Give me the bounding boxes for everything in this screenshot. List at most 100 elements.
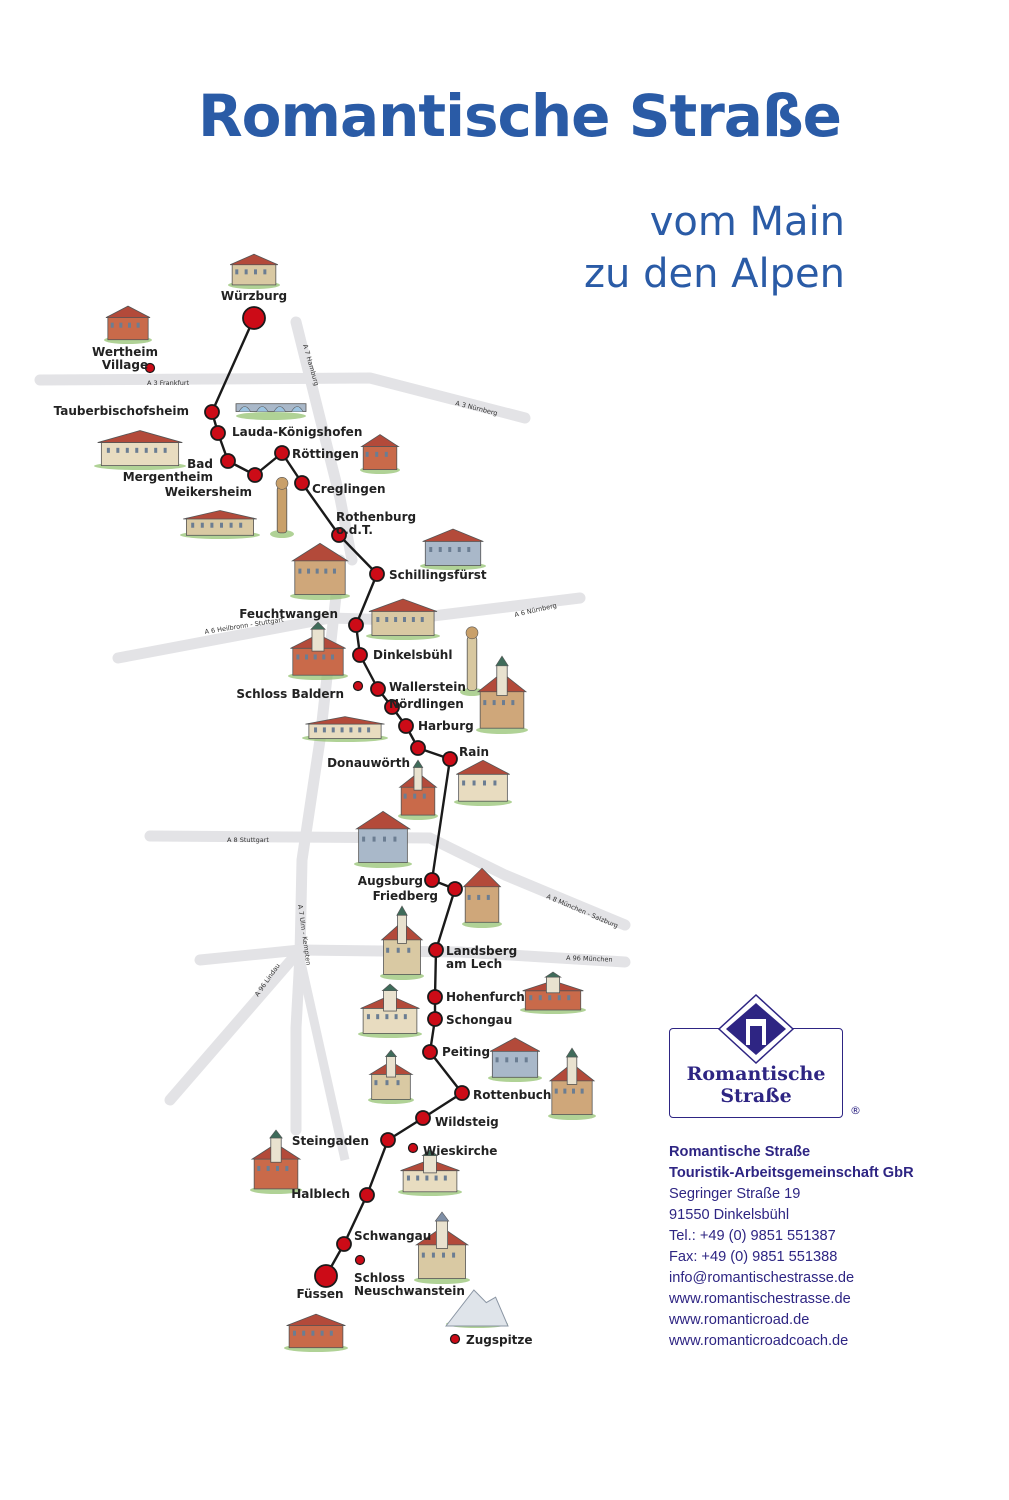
stop-marker-wertheim-village[interactable] <box>144 362 156 374</box>
contact-website-link[interactable]: www.romanticroadcoach.de <box>669 1333 849 1349</box>
stop-marker-rothenburg-o-d-t[interactable] <box>331 527 347 543</box>
stop-layer <box>144 306 470 1345</box>
stop-marker-rain[interactable] <box>442 751 458 767</box>
stop-marker-schillingsfurst[interactable] <box>369 566 385 582</box>
contact-website-link[interactable]: www.romantischestrasse.de <box>669 1291 851 1307</box>
town-label-wieskirche: Wieskirche <box>423 1144 497 1158</box>
stop-marker-wieskirche[interactable] <box>407 1142 419 1154</box>
church-icon <box>548 1047 596 1120</box>
contact-website-link[interactable]: www.romanticroad.de <box>669 1312 810 1328</box>
subtitle-line-1: vom Main <box>649 199 845 245</box>
altar-icon <box>270 476 294 538</box>
town-label-augsburg: Augsburg <box>358 874 423 888</box>
town-label-wallerstein: Wallerstein <box>389 680 466 694</box>
landmark-icon-layer <box>94 253 596 1352</box>
church-icon <box>368 1049 414 1104</box>
route-layer <box>210 317 464 1277</box>
stop-marker-schloss-baldern[interactable] <box>352 680 364 692</box>
stop-marker-zugspitze[interactable] <box>449 1333 461 1345</box>
town-label-peiting: Peiting <box>442 1045 490 1059</box>
town-label-harburg: Harburg <box>418 719 474 733</box>
town-label-layer: WürzburgWertheimVillageTauberbischofshei… <box>54 289 552 1347</box>
brand-logo: Romantische Straße <box>669 993 843 1118</box>
road-label-a-8-stuttgart: A 8 Stuttgart <box>227 836 269 844</box>
town-icon <box>366 598 440 640</box>
castle-icon <box>302 716 388 742</box>
town-label-lauda-konigshofen: Lauda-Königshofen <box>232 425 362 439</box>
stop-marker-schwangau[interactable] <box>336 1236 352 1252</box>
chapel-icon <box>520 971 586 1014</box>
mountain-icon <box>444 1289 509 1328</box>
contact-email-link[interactable]: info@romantischestrasse.de <box>669 1270 855 1286</box>
motorway-line <box>295 957 350 1161</box>
town-label-rottenbuch: Rottenbuch <box>473 1088 551 1102</box>
stop-marker-augsburg[interactable] <box>424 872 440 888</box>
palace-icon <box>228 253 280 289</box>
stop-marker-donauworth[interactable] <box>410 740 426 756</box>
stop-marker-landsberg-am-lech[interactable] <box>428 942 444 958</box>
gate-tower-icon <box>380 905 424 980</box>
town-label-tauberbischofsheim: Tauberbischofsheim <box>54 404 189 418</box>
chapel-icon <box>250 1129 302 1194</box>
stop-marker-dinkelsbuhl[interactable] <box>352 647 368 663</box>
stop-marker-schloss-neuschwanstein[interactable] <box>354 1254 366 1266</box>
stop-marker-tauberbischofsheim[interactable] <box>204 404 220 420</box>
town-gate-icon <box>288 621 348 680</box>
stop-marker-weikersheim[interactable] <box>247 467 263 483</box>
stop-marker-feuchtwangen[interactable] <box>348 617 364 633</box>
contact-block: Romantische Straße Touristik-Arbeitsgeme… <box>669 1142 914 1352</box>
town-label-schloss-baldern: Schloss Baldern <box>236 687 344 701</box>
motorway-line <box>194 944 631 968</box>
contact-org: Romantische Straße <box>669 1144 811 1160</box>
town-hall-icon <box>462 867 502 928</box>
shopping-village-icon <box>104 305 152 344</box>
stop-marker-friedberg[interactable] <box>447 881 463 897</box>
stop-marker-harburg[interactable] <box>398 718 414 734</box>
stop-marker-creglingen[interactable] <box>294 475 310 491</box>
town-label-landsberg-am-lech: am Lech <box>446 957 502 971</box>
stop-marker-fussen[interactable] <box>314 1264 338 1288</box>
logo-text: Romantische Straße <box>670 1063 842 1107</box>
stop-marker-hohenfurch[interactable] <box>427 989 443 1005</box>
stop-marker-schongau[interactable] <box>427 1011 443 1027</box>
stop-marker-wildsteig[interactable] <box>415 1110 431 1126</box>
town-label-rothenburg-o-d-t: Rothenburg <box>336 510 416 524</box>
stop-marker-bad-mergentheim[interactable] <box>220 453 236 469</box>
town-label-landsberg-am-lech: Landsberg <box>446 944 517 958</box>
road-label-a-8-munchen-salzburg: A 8 München - Salzburg <box>545 892 619 929</box>
town-label-hohenfurch: Hohenfurch <box>446 990 525 1004</box>
motorway-line <box>290 554 346 1136</box>
church-icon <box>358 983 422 1038</box>
motorway-line <box>34 372 531 424</box>
contact-city: 91550 Dinkelsbühl <box>669 1207 790 1223</box>
town-label-wertheim-village: Village <box>102 358 148 372</box>
town-label-wildsteig: Wildsteig <box>435 1115 499 1129</box>
page-subtitle: vom Main zu den Alpen <box>584 196 845 300</box>
town-label-dinkelsbuhl: Dinkelsbühl <box>373 648 452 662</box>
town-label-wurzburg: Würzburg <box>221 289 287 303</box>
town-hall-icon <box>354 810 412 868</box>
stop-marker-steingaden[interactable] <box>380 1132 396 1148</box>
town-label-friedberg: Friedberg <box>373 889 438 903</box>
stop-marker-lauda-konigshofen[interactable] <box>210 425 226 441</box>
town-hall-icon <box>360 434 400 474</box>
church-icon <box>398 1149 462 1196</box>
palace-icon <box>180 510 260 539</box>
registered-mark: ® <box>850 1104 861 1117</box>
river-town-icon <box>488 1037 542 1082</box>
town-label-rain: Rain <box>459 745 489 759</box>
stop-marker-rottenbuch[interactable] <box>454 1085 470 1101</box>
town-label-fussen: Füssen <box>296 1287 343 1301</box>
stop-marker-rottingen[interactable] <box>274 445 290 461</box>
motorway-line <box>290 316 358 566</box>
stop-marker-wurzburg[interactable] <box>242 306 266 330</box>
town-hall-icon <box>454 759 512 806</box>
bridge-icon <box>235 403 307 420</box>
motorway-line <box>144 830 631 931</box>
stop-marker-nordlingen[interactable] <box>384 699 400 715</box>
stop-marker-halblech[interactable] <box>359 1187 375 1203</box>
stop-marker-peiting[interactable] <box>422 1044 438 1060</box>
stop-marker-wallerstein[interactable] <box>370 681 386 697</box>
town-icon <box>94 430 186 470</box>
road-label-a-96-munchen: A 96 München <box>566 954 613 964</box>
